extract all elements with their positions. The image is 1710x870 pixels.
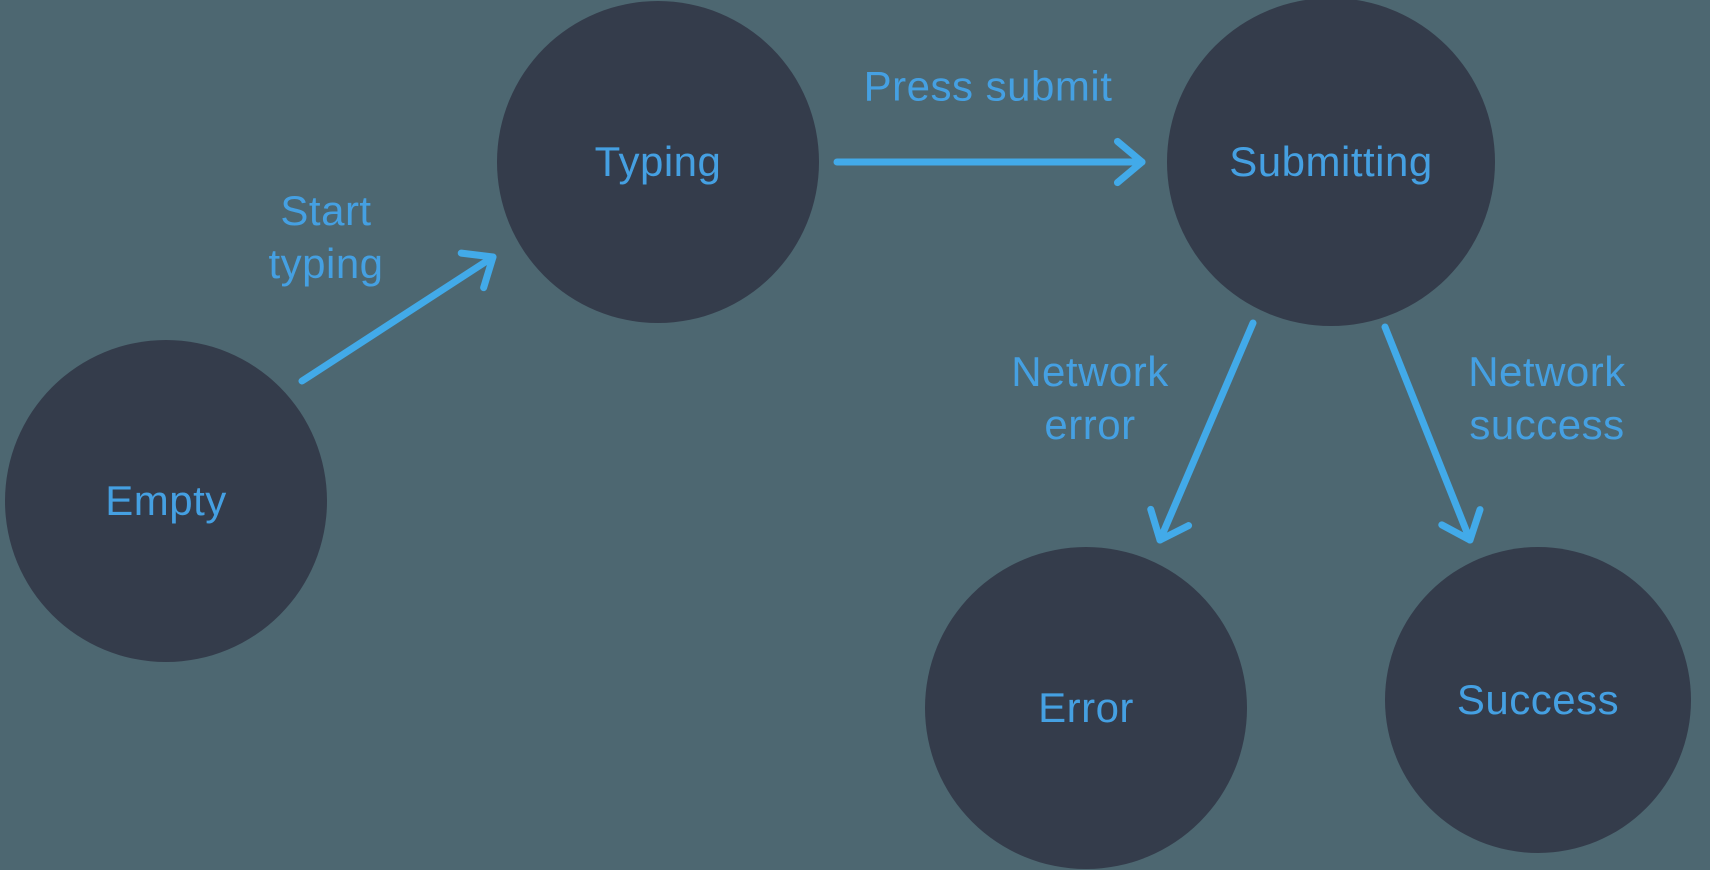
edge-label-press-submit: Press submit [863, 62, 1113, 110]
edge-start-typing [298, 249, 497, 385]
state-label-submitting: Submitting [1229, 138, 1433, 185]
edge-label-network-success: Network success [1468, 348, 1626, 448]
state-node-success: Success [1385, 547, 1691, 853]
state-label-error: Error [1038, 684, 1134, 731]
state-node-empty: Empty [5, 340, 327, 662]
edge-label-network-error: Network error [1011, 348, 1169, 448]
edge-network-error [1147, 319, 1257, 544]
state-label-typing: Typing [594, 138, 722, 185]
state-node-error: Error [925, 547, 1247, 869]
state-node-submitting: Submitting [1167, 0, 1495, 326]
edge-label-start-typing: Start typing [268, 187, 384, 287]
state-label-success: Success [1456, 676, 1620, 723]
state-label-empty: Empty [105, 477, 227, 524]
state-node-typing: Typing [497, 1, 819, 323]
edge-network-success [1381, 323, 1484, 544]
